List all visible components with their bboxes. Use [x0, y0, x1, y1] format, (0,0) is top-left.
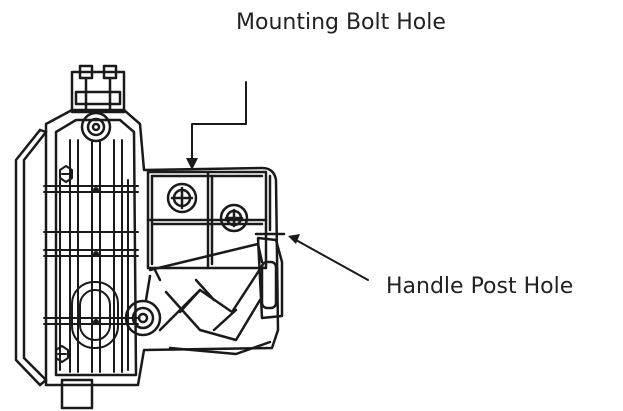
horizontal-ribs: [43, 185, 139, 325]
main-body: [44, 108, 280, 387]
rib-nodes: [93, 187, 99, 325]
left-wall: [14, 128, 48, 387]
top-screw-icon: [80, 111, 112, 143]
bottom-tab: [60, 378, 94, 410]
bolt-hole-leader: [186, 81, 247, 170]
mounting-bolt-hole-label: Mounting Bolt Hole: [236, 10, 446, 35]
secondary-hole-icon: [219, 203, 249, 233]
bottom-screw-icon: [124, 299, 162, 337]
mounting-bolt-hole-icon: [166, 182, 198, 214]
left-small-screws: [55, 165, 73, 363]
handle-post-hole: [254, 232, 286, 320]
right-flange: [146, 170, 272, 270]
truss-web: [144, 242, 272, 356]
post-hole-leader: [288, 234, 369, 281]
oval-slot: [71, 281, 119, 349]
top-connector: [70, 64, 126, 114]
handle-post-hole-label: Handle Post Hole: [386, 274, 574, 299]
